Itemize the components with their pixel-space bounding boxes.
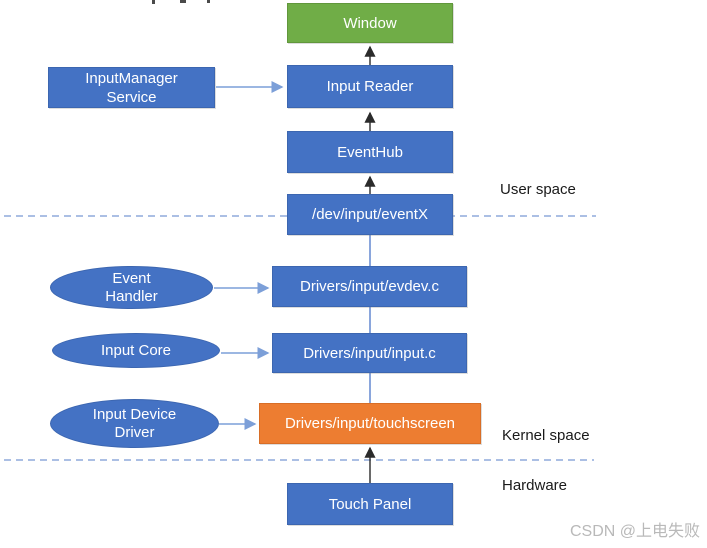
ellipse-input-device-driver-label: Input Device Driver (92, 405, 177, 441)
node-window-label: Window (343, 14, 397, 32)
node-input-c-label: Drivers/input/input.c (303, 344, 436, 362)
zone-label-hardware: Hardware (502, 477, 568, 494)
node-window: Window (287, 3, 453, 43)
ellipse-input-core: Input Core (52, 333, 220, 368)
ellipse-event-handler-label: Event Handler (105, 269, 158, 305)
node-inputmanager-service: InputManager Service (48, 67, 215, 108)
node-eventhub: EventHub (287, 131, 453, 173)
node-input-reader: Input Reader (287, 65, 453, 108)
node-dev-input-eventx-label: /dev/input/eventX (312, 206, 428, 223)
zone-label-user-space: User space (500, 181, 576, 198)
node-dev-input-eventx: /dev/input/eventX (287, 194, 453, 235)
node-touch-panel: Touch Panel (287, 483, 453, 525)
cropped-text-fragment (180, 0, 186, 3)
node-touchscreen: Drivers/input/touchscreen (259, 403, 481, 444)
cropped-text-fragment (152, 0, 155, 4)
csdn-watermark: CSDN @上电失败 (569, 523, 700, 540)
node-evdev-label: Drivers/input/evdev.c (300, 278, 439, 295)
ellipse-event-handler: Event Handler (50, 266, 213, 309)
node-input-reader-label: Input Reader (326, 78, 414, 95)
node-touchscreen-label: Drivers/input/touchscreen (284, 415, 456, 432)
ellipse-input-device-driver: Input Device Driver (50, 399, 219, 448)
node-evdev: Drivers/input/evdev.c (272, 266, 467, 307)
node-touch-panel-label: Touch Panel (328, 495, 412, 513)
cropped-text-fragment (207, 0, 210, 3)
zone-label-kernel-space: Kernel space (502, 427, 590, 444)
node-inputmanager-service-label: InputManager Service (85, 69, 178, 106)
ellipse-input-core-label: Input Core (100, 341, 172, 359)
node-input-c: Drivers/input/input.c (272, 333, 467, 373)
node-eventhub-label: EventHub (337, 143, 403, 161)
